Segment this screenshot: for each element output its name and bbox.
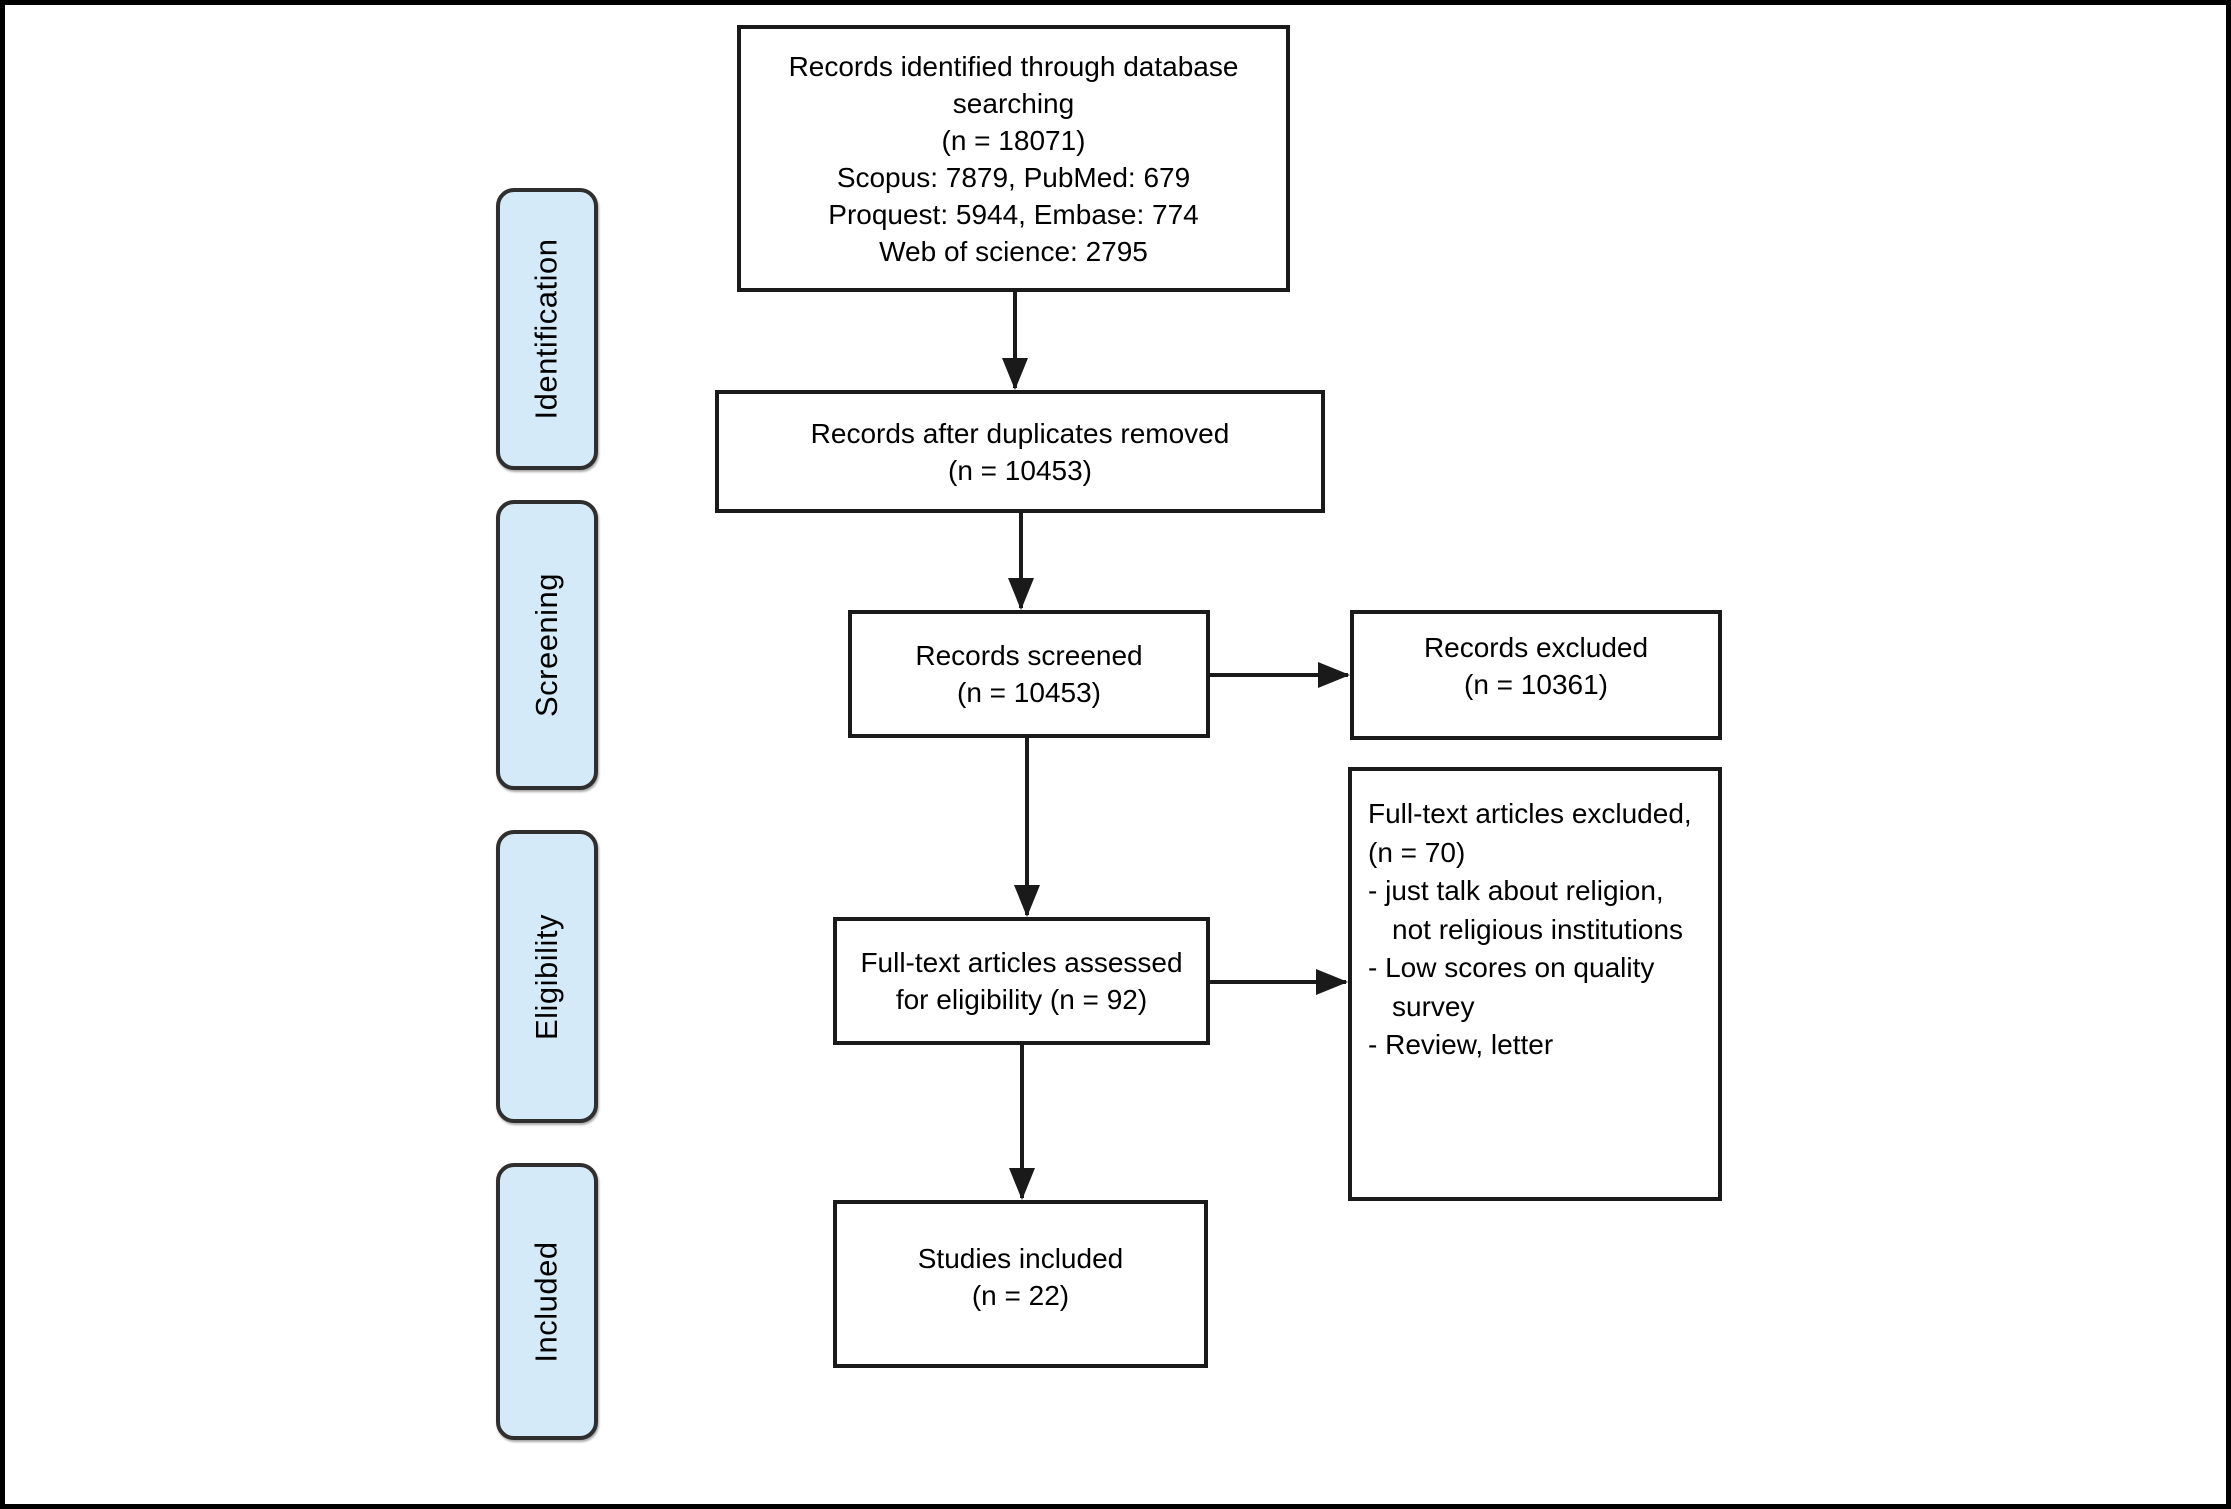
box-records-identified-line: searching <box>952 87 1075 119</box>
box-records-after-duplicates-removed: Records after duplicates removed (n = 10… <box>715 390 1325 513</box>
stage-label-screening: Screening <box>496 500 598 790</box>
box-fulltext-articles-excluded: Full-text articles excluded, (n = 70) - … <box>1348 767 1722 1201</box>
stage-label-included-text: Included <box>529 1240 564 1363</box>
box-records-identified-sources: Web of science: 2795 <box>879 235 1148 267</box>
box-fulltext-excluded-reason: not religious institutions <box>1392 913 1684 945</box>
box-fulltext-articles-assessed: Full-text articles assessed for eligibil… <box>833 917 1210 1045</box>
box-studies-included: Studies included (n = 22) <box>833 1200 1208 1368</box>
box-fulltext-excluded-title: Full-text articles excluded, <box>1368 798 1692 829</box>
box-records-identified-line: Records identified through database <box>788 50 1239 82</box>
box-records-identified: Records identified through database sear… <box>737 25 1290 292</box>
box-studies-included-line: Studies included <box>917 1243 1124 1274</box>
stage-label-identification: Identification <box>496 188 598 470</box>
box-records-identified-count: (n = 18071) <box>941 124 1086 156</box>
box-fulltext-assessed-line: Full-text articles assessed <box>860 947 1183 978</box>
box-records-excluded-line: Records excluded <box>1423 632 1649 663</box>
box-fulltext-excluded-count: (n = 70) <box>1368 836 1466 868</box>
box-deduplicated-count: (n = 10453) <box>948 454 1092 486</box>
box-records-identified-sources: Proquest: 5944, Embase: 774 <box>828 198 1199 230</box>
box-screened-line: Records screened <box>915 640 1143 671</box>
stage-label-screening-text: Screening <box>529 572 564 718</box>
box-records-identified-sources: Scopus: 7879, PubMed: 679 <box>836 161 1191 193</box>
box-fulltext-excluded-reason: - Low scores on quality <box>1368 952 1655 983</box>
box-records-excluded: Records excluded (n = 10361) <box>1350 610 1722 740</box>
stage-label-included: Included <box>496 1163 598 1440</box>
box-records-screened: Records screened (n = 10453) <box>848 610 1210 738</box>
box-fulltext-excluded-reason: - Review, letter <box>1368 1029 1554 1060</box>
box-fulltext-assessed-count: for eligibility (n = 92) <box>895 984 1148 1015</box>
box-fulltext-excluded-reason: survey <box>1392 990 1475 1022</box>
stage-label-eligibility: Eligibility <box>496 830 598 1123</box>
box-screened-count: (n = 10453) <box>957 677 1101 708</box>
stage-label-eligibility-text: Eligibility <box>529 913 565 1040</box>
box-deduplicated-line: Records after duplicates removed <box>810 417 1230 449</box>
stage-label-identification-text: Identification <box>529 238 564 420</box>
box-studies-included-count: (n = 22) <box>971 1280 1070 1311</box>
box-fulltext-excluded-reason: - just talk about religion, <box>1368 875 1664 906</box>
box-records-excluded-count: (n = 10361) <box>1464 669 1608 700</box>
